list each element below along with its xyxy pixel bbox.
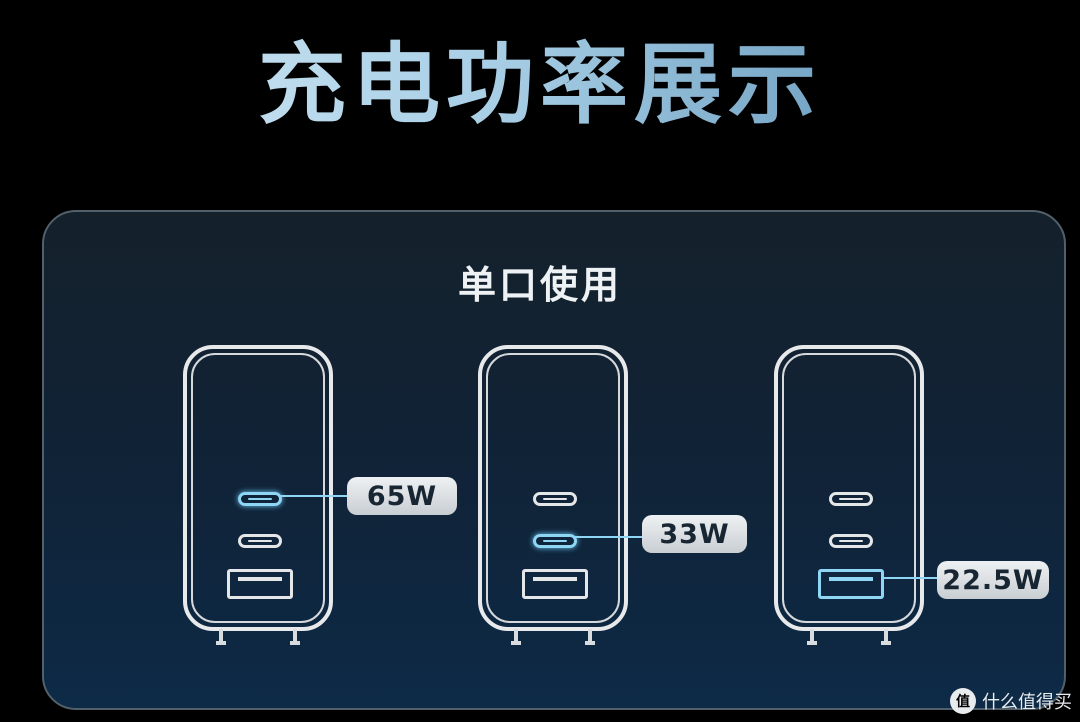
connector-line: [882, 577, 940, 579]
page-title: 充电功率展示: [0, 14, 1080, 141]
usb-a-port: [818, 569, 884, 599]
usb-a-port: [522, 569, 588, 599]
connector-line: [279, 495, 349, 497]
plug-pin: [807, 629, 817, 645]
power-badge-2: 33W: [642, 515, 747, 553]
charger-3: [774, 345, 924, 645]
plug-pin: [511, 629, 521, 645]
watermark: 值 什么值得买: [950, 688, 1072, 714]
usb-c-port-1: [533, 492, 577, 506]
usb-c-port-2: [238, 534, 282, 548]
usb-c-port-1: [238, 492, 282, 506]
power-badge-3: 22.5W: [937, 561, 1049, 599]
usb-c-port-1: [829, 492, 873, 506]
panel-subtitle: 单口使用: [457, 263, 622, 307]
connector-line: [574, 536, 646, 538]
watermark-text: 什么值得买: [982, 692, 1072, 713]
plug-pin: [290, 629, 300, 645]
usb-a-port: [227, 569, 293, 599]
plug-pin: [216, 629, 226, 645]
plug-pin: [881, 629, 891, 645]
power-badge-1: 65W: [347, 477, 457, 515]
charger-2: [478, 345, 628, 645]
watermark-logo-icon: 值: [950, 688, 976, 714]
plug-pin: [585, 629, 595, 645]
usb-c-port-2: [533, 534, 577, 548]
charger-1: [183, 345, 333, 645]
usb-c-port-2: [829, 534, 873, 548]
